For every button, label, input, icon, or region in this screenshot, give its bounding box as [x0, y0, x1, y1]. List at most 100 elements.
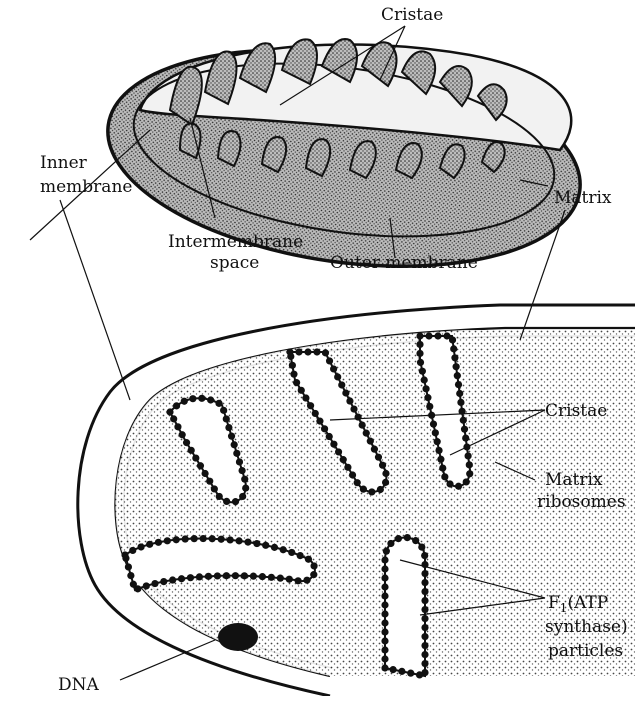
f1-particle: [421, 651, 428, 658]
label-f1-line1: F1(ATP: [548, 593, 608, 615]
f1-particle: [407, 670, 414, 677]
label-intermembrane-line2: space: [210, 253, 259, 273]
f1-particle: [437, 456, 444, 463]
f1-particle: [125, 563, 132, 570]
f1-particle: [466, 461, 473, 468]
f1-particle: [214, 572, 221, 579]
label-outer-membrane: Outer membrane: [330, 253, 478, 273]
f1-particle: [223, 498, 230, 505]
f1-particle: [417, 359, 424, 366]
f1-particle: [381, 574, 388, 581]
f1-particle: [178, 575, 185, 582]
f1-particle: [227, 536, 234, 543]
f1-particle: [287, 353, 294, 360]
f1-particle: [312, 410, 319, 417]
f1-particle: [232, 572, 239, 579]
f1-particle: [412, 537, 419, 544]
f1-particle: [398, 668, 405, 675]
f1-particle: [460, 417, 467, 424]
f1-particle: [419, 368, 426, 375]
f1-particle: [290, 371, 297, 378]
f1-particle: [173, 536, 180, 543]
f1-particle: [166, 408, 173, 415]
f1-particle: [421, 615, 428, 622]
f1-particle: [367, 438, 374, 445]
f1-particle: [151, 580, 158, 587]
f1-particle: [297, 552, 304, 559]
f1-particle: [187, 574, 194, 581]
f1-particle: [122, 555, 129, 562]
f1-particle: [422, 385, 429, 392]
f1-particle: [381, 619, 388, 626]
label-intermembrane-line1: Intermembrane: [168, 232, 303, 252]
f1-particle: [455, 483, 462, 490]
f1-particle: [235, 537, 242, 544]
f1-particle: [381, 664, 388, 671]
f1-particle: [338, 381, 345, 388]
f1-particle: [196, 573, 203, 580]
f1-particle: [381, 646, 388, 653]
label-f1-prefix: F: [548, 593, 560, 613]
f1-particle: [304, 348, 311, 355]
label-f1-rest: (ATP: [567, 593, 608, 613]
f1-particle: [404, 534, 411, 541]
label-inner-membrane-line1: Inner: [40, 153, 88, 173]
f1-particle: [293, 379, 300, 386]
f1-particle: [360, 486, 367, 493]
f1-particle: [259, 573, 266, 580]
f1-particle: [321, 425, 328, 432]
label-f1-line3: particles: [548, 641, 623, 661]
f1-particle: [457, 399, 464, 406]
f1-particle: [340, 456, 347, 463]
f1-particle: [424, 394, 431, 401]
f1-particle: [461, 426, 468, 433]
f1-particle: [425, 332, 432, 339]
f1-particle: [242, 484, 249, 491]
f1-particle: [206, 478, 213, 485]
f1-particle: [381, 610, 388, 617]
f1-particle: [216, 493, 223, 500]
f1-particle: [375, 454, 382, 461]
f1-particle: [218, 536, 225, 543]
f1-particle: [346, 397, 353, 404]
f1-particle: [381, 592, 388, 599]
f1-particle: [381, 637, 388, 644]
f1-particle: [277, 575, 284, 582]
f1-particle: [382, 470, 389, 477]
f1-particle: [211, 485, 218, 492]
label-f1-subscript: 1: [560, 601, 568, 615]
f1-particle: [164, 537, 171, 544]
dna-blob: [218, 623, 258, 651]
label-inner-membrane-line2: membrane: [40, 177, 132, 197]
f1-particle: [368, 488, 375, 495]
f1-particle: [155, 539, 162, 546]
f1-particle: [197, 462, 204, 469]
f1-particle: [426, 403, 433, 410]
f1-particle: [344, 464, 351, 471]
f1-particle: [421, 579, 428, 586]
f1-particle: [295, 577, 302, 584]
f1-particle: [446, 480, 453, 487]
f1-particle: [307, 402, 314, 409]
f1-particle: [381, 601, 388, 608]
f1-particle: [310, 571, 317, 578]
f1-particle: [354, 479, 361, 486]
f1-particle: [389, 666, 396, 673]
f1-particle: [295, 348, 302, 355]
f1-particle: [363, 430, 370, 437]
f1-particle: [416, 350, 423, 357]
f1-particle: [455, 381, 462, 388]
f1-particle: [288, 549, 295, 556]
f1-particle: [416, 341, 423, 348]
f1-particle: [305, 556, 312, 563]
f1-particle: [381, 565, 388, 572]
f1-particle: [244, 539, 251, 546]
f1-particle: [421, 588, 428, 595]
f1-particle: [220, 407, 227, 414]
f1-particle: [421, 376, 428, 383]
f1-particle: [313, 348, 320, 355]
f1-particle: [316, 418, 323, 425]
f1-particle: [233, 450, 240, 457]
f1-particle: [169, 576, 176, 583]
